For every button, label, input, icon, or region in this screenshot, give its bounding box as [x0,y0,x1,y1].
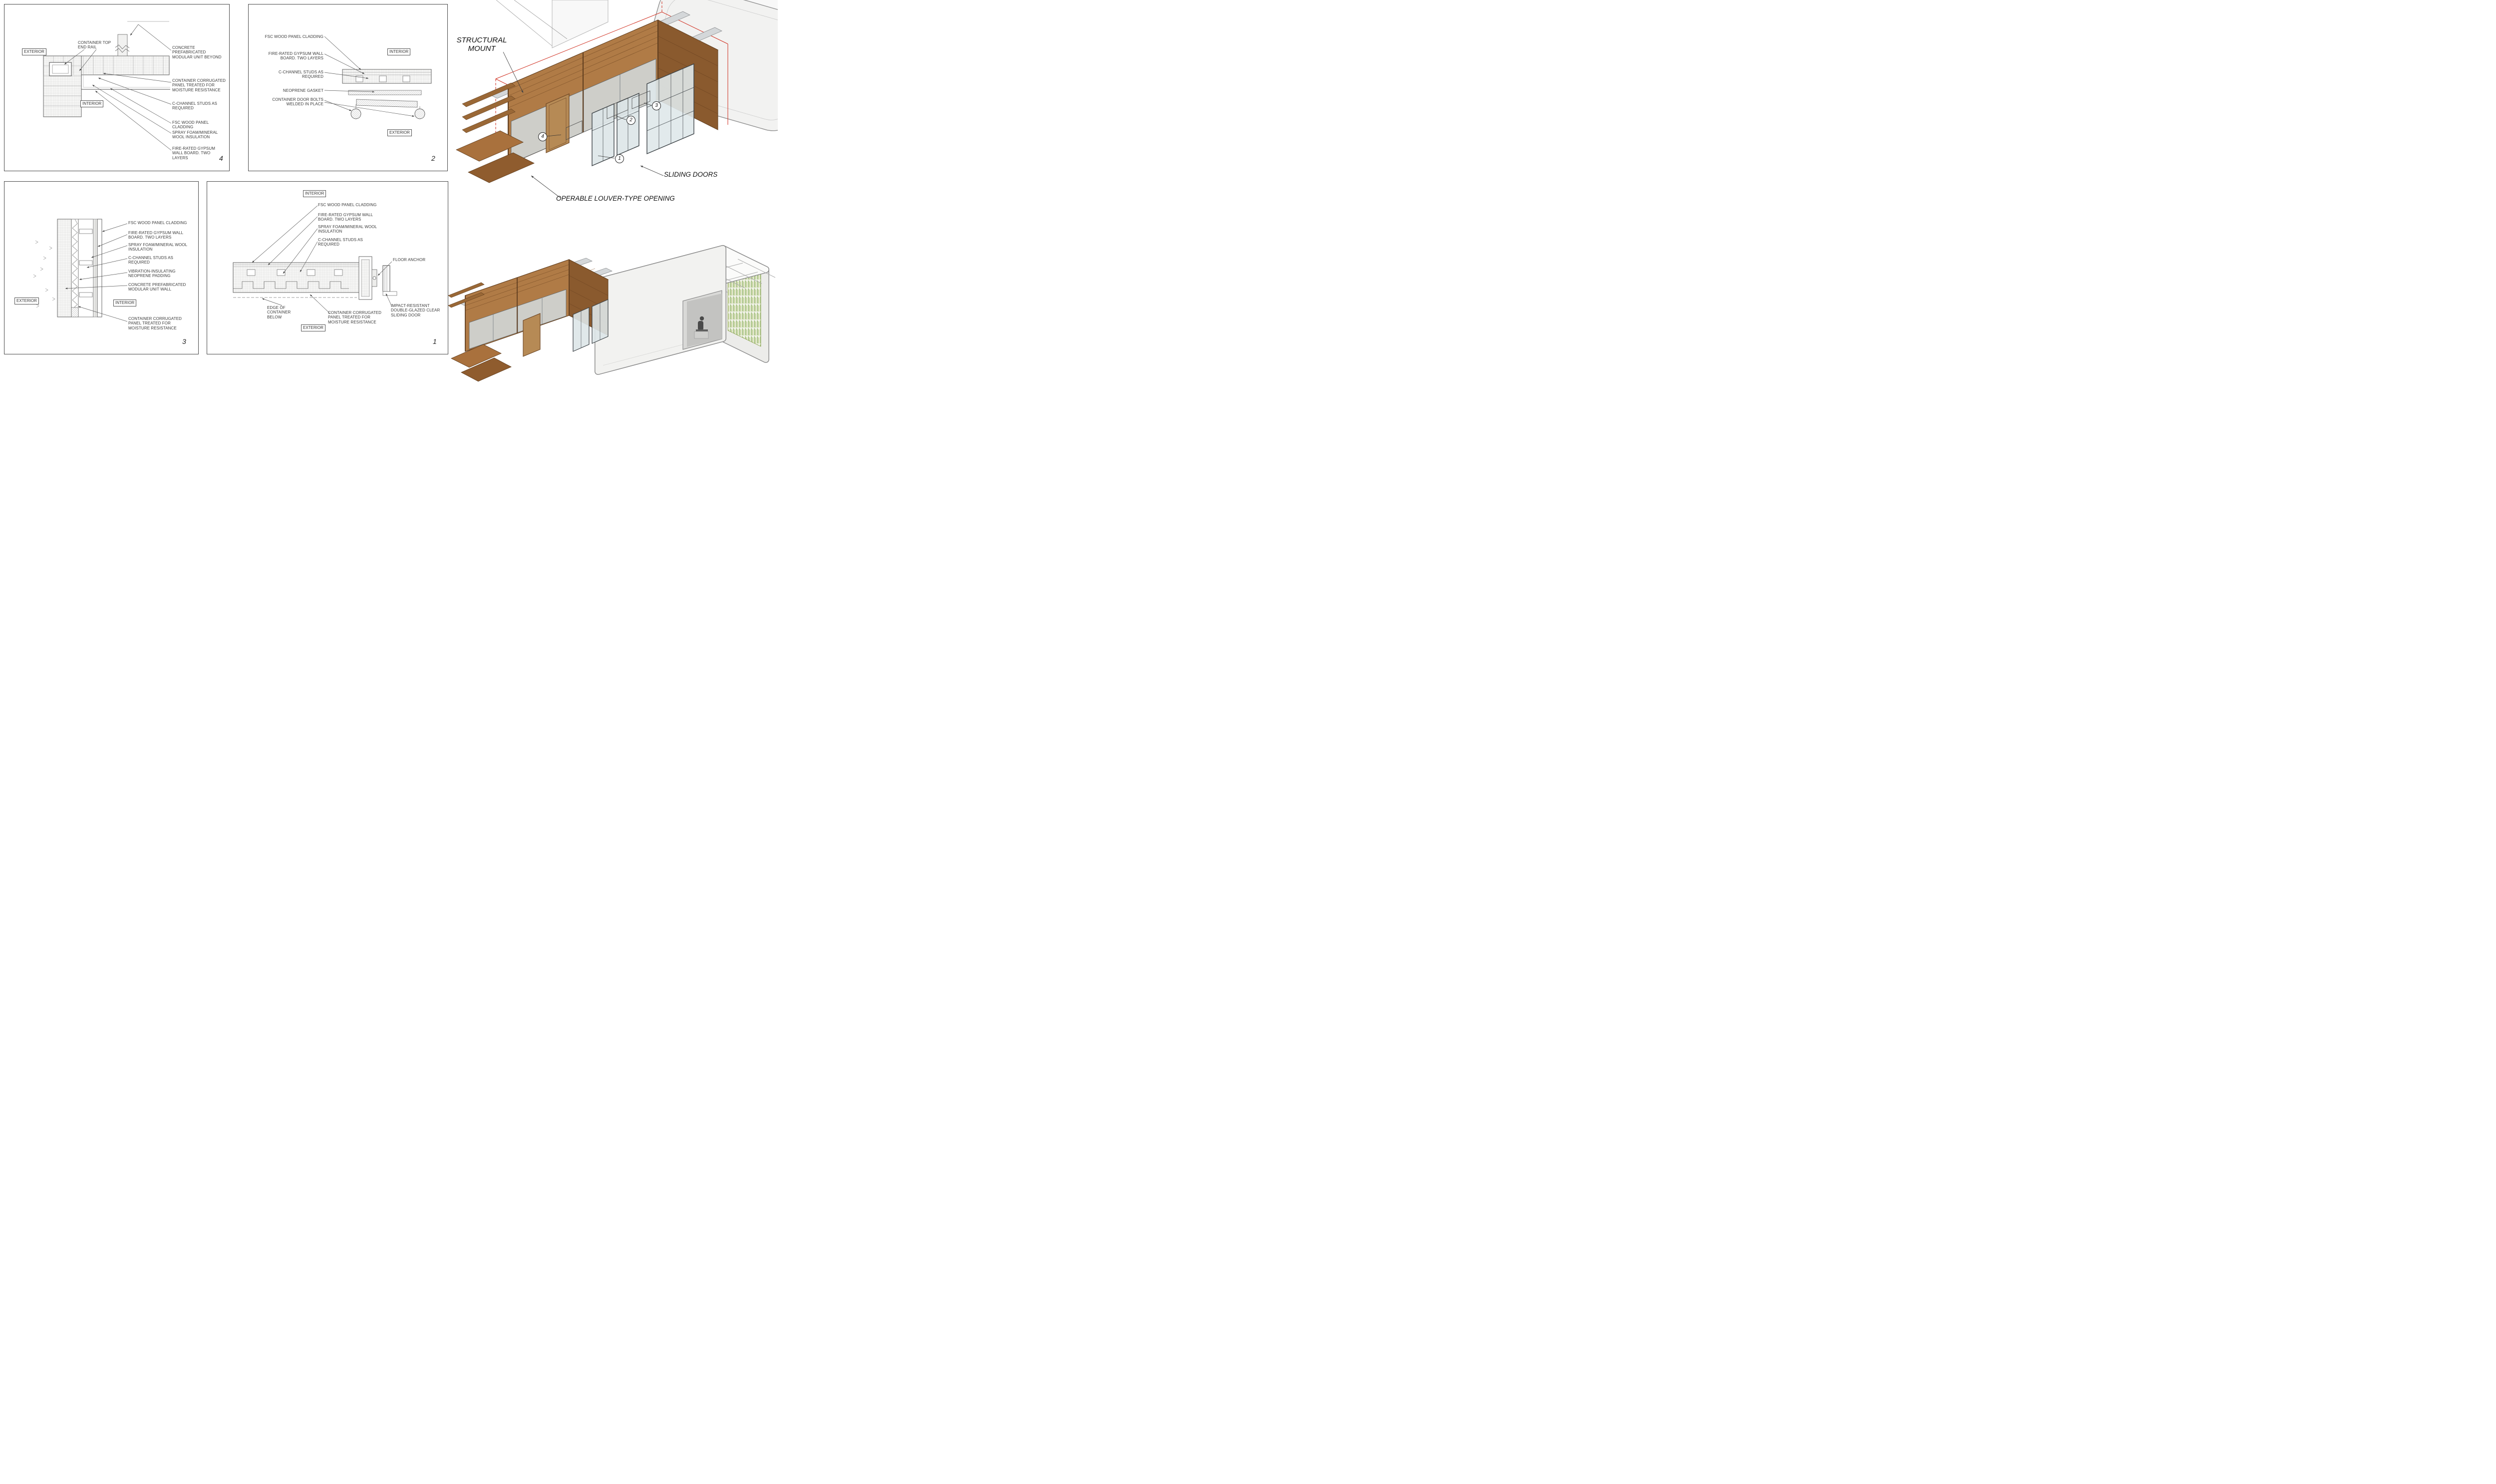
axon-view-top: STRUCTURAL MOUNT SLIDING DOORS OPERABLE … [448,0,778,216]
callout-door-bolts: CONTAINER DOOR BOLTS WELDED IN PLACE [272,97,323,107]
callout-corrugated-panel: CONTAINER CORRUGATED PANEL TREATED FOR M… [128,316,182,330]
detail-bubble-4: 4 [538,132,547,141]
detail-number: 2 [431,154,435,162]
entry-ramp [456,130,524,162]
wall-section-vertical [33,219,102,317]
interior-tag: INTERIOR [113,299,137,306]
neoprene-padding [71,307,79,317]
exterior-tag: EXTERIOR [301,324,325,331]
door-bolt-left [350,108,361,119]
callout-neoprene-padding: VIBRATION-INSULATING NEOPRENE PADDING [128,269,176,279]
detail-3-drawing [33,219,128,322]
callout-neoprene-gasket: NEOPRENE GASKET [283,88,323,93]
callout-c-channel: C-CHANNEL STUDS AS REQUIRED [172,101,217,111]
detail-panel-2: FSC WOOD PANEL CLADDING FIRE-RATED GYPSU… [248,4,448,171]
concrete-modular-unit [595,245,776,375]
callout-corrugated-panel: CONTAINER CORRUGATED PANEL TREATED FOR M… [172,78,226,92]
concrete-unit-beyond [117,34,128,56]
callout-gypsum: FIRE-RATED GYPSUM WALL BOARD. TWO LAYERS [318,213,373,222]
callout-fsc-cladding: FSC WOOD PANEL CLADDING [265,34,323,39]
wall-plan-section [233,256,397,300]
louver-fin [448,292,485,308]
leader-lines [252,205,392,314]
neoprene-gasket [348,90,422,95]
callout-fsc-cladding: FSC WOOD PANEL CLADDING [172,120,209,130]
callout-fsc-cladding: FSC WOOD PANEL CLADDING [128,221,187,225]
callout-spray-foam: SPRAY FOAM/MINERAL WOOL INSULATION [172,130,218,140]
leader-lines [65,223,128,322]
concrete-spatter [33,240,55,308]
callout-gypsum: FIRE-RATED GYPSUM WALL BOARD. TWO LAYERS [268,51,323,61]
callout-gypsum: FIRE-RATED GYPSUM WALL BOARD. TWO LAYERS [128,231,183,240]
stud-cavity [78,219,94,317]
wood-container [448,258,613,382]
louver-fins [462,82,516,133]
callout-corrugated-panel: CONTAINER CORRUGATED PANEL TREATED FOR M… [328,310,382,324]
callout-c-channel: C-CHANNEL STUDS AS REQUIRED [279,70,323,79]
sliding-doors-label: SLIDING DOORS [664,171,718,178]
louver-fin [448,282,485,298]
detail-panel-1: INTERIOR FSC WOOD PANEL CLADDING FIRE-RA… [207,181,448,354]
drawing-sheet: { "panel4": { "number": "4", "exterior":… [0,0,778,383]
detail-bubble-2: 2 [626,116,635,125]
structural-mount-label: STRUCTURAL MOUNT [456,36,507,53]
wood-cladding [97,219,102,317]
break-line [115,44,130,49]
annotation-leaders [503,51,664,198]
concrete-wall [57,219,72,317]
corrugation-profile [233,281,349,289]
callout-concrete-beyond: CONCRETE PREFABRICATED MODULAR UNIT BEYO… [172,45,222,59]
wood-door-panel [523,313,541,357]
callout-c-channel: C-CHANNEL STUDS AS REQUIRED [128,256,173,265]
entry-step [461,357,512,382]
exterior-tag: EXTERIOR [387,129,412,136]
leader-lines [64,24,172,151]
interior-tag: INTERIOR [80,100,104,107]
door-bolt-right [414,108,425,119]
entry-step [468,152,535,183]
callout-fsc-cladding: FSC WOOD PANEL CLADDING [318,203,377,207]
detail-2-drawing [324,36,432,119]
leader-lines [324,36,415,117]
axon-view-bottom [448,216,778,383]
corner-wall-section [43,21,170,117]
door-head-section [342,69,432,119]
callout-c-channel: C-CHANNEL STUDS AS REQUIRED [318,238,363,247]
entry-ramp [451,344,502,368]
callout-edge-of-container: EDGE OF CONTAINER BELOW [267,305,291,319]
interior-tag: INTERIOR [387,48,411,55]
detail-panel-4: EXTERIOR INTERIOR CONTAINER TOP END RAIL… [4,4,230,171]
callout-concrete-wall: CONCRETE PREFABRICATED MODULAR UNIT WALL [128,283,186,292]
detail-1-drawing [233,205,397,314]
callout-spray-foam: SPRAY FOAM/MINERAL WOOL INSULATION [128,243,187,252]
detail-number: 4 [219,154,223,162]
suspension-lines [496,0,568,46]
detail-number: 1 [433,337,437,345]
exterior-tag: EXTERIOR [14,297,39,304]
sliding-glass-doors [592,63,694,167]
detail-4-drawing [43,21,172,151]
interior-tag: INTERIOR [303,190,326,197]
detail-boxes [566,90,650,140]
person-figure [694,316,709,339]
detail-bubble-3: 3 [652,101,661,110]
callout-gypsum: FIRE-RATED GYPSUM WALL BOARD. TWO LAYERS [172,146,216,160]
callout-spray-foam: SPRAY FOAM/MINERAL WOOL INSULATION [318,225,377,234]
wood-door-panel [546,93,570,153]
detail-bubble-1: 1 [615,154,624,163]
back-wall-panel [552,0,609,48]
exterior-tag: EXTERIOR [22,48,46,55]
door-leaf [356,99,418,108]
detail-panel-3: FSC WOOD PANEL CLADDING FIRE-RATED GYPSU… [4,181,199,354]
axon-top-drawing [456,0,778,198]
axon-bottom-drawing [448,245,776,382]
detail-number: 3 [182,337,186,345]
callout-sliding-door: IMPACT-RESISTANT DOUBLE-GLAZED CLEAR SLI… [391,303,440,317]
callout-floor-anchor: FLOOR ANCHOR [393,258,426,262]
interior-cutout [682,290,722,350]
operable-louver-label: OPERABLE LOUVER-TYPE OPENING [556,195,675,202]
callout-top-end-rail: CONTAINER TOP END RAIL [78,40,111,50]
